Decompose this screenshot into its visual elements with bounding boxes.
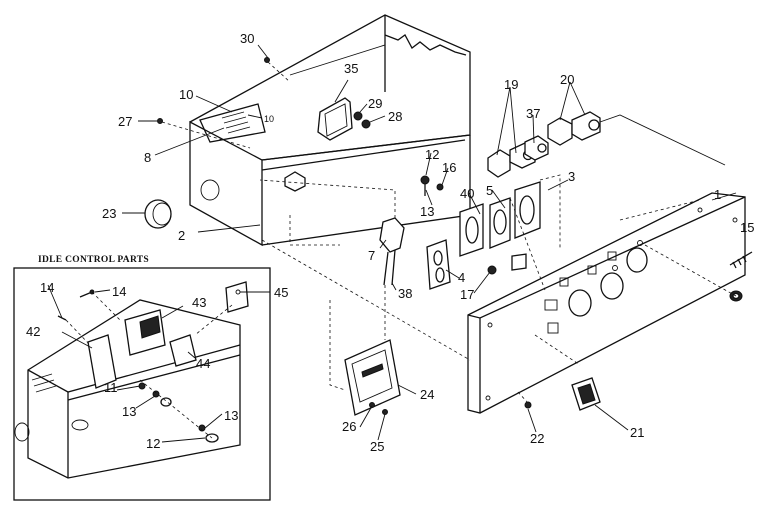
label-12-main: 12 [425,147,439,162]
part-labels: 1 2 3 4 5 7 8 10 10 11 12 12 13 13 13 14… [26,31,754,454]
switch-21 [571,377,601,411]
label-13-inset-b: 13 [224,408,238,423]
label-10-small: 10 [264,114,274,124]
label-1: 1 [714,187,721,202]
label-24: 24 [420,387,434,402]
label-7: 7 [368,248,375,263]
inset-frame [13,267,271,501]
control-panel [467,192,746,414]
label-2: 2 [178,228,185,243]
label-19: 19 [504,77,518,92]
label-21: 21 [630,425,644,440]
label-22: 22 [530,431,544,446]
label-4: 4 [458,270,465,285]
outlet-plates [459,174,561,291]
label-12-inset: 12 [146,436,160,451]
wire-harness-38 [259,179,405,286]
label-25: 25 [370,439,384,454]
label-45: 45 [274,285,288,300]
receptacles [487,111,726,178]
label-38: 38 [398,286,412,301]
label-14-a: 14 [40,280,54,295]
label-44: 44 [196,356,210,371]
plate-4 [426,239,451,290]
label-13-inset-a: 13 [122,404,136,419]
label-11: 11 [104,380,118,395]
label-5: 5 [486,183,493,198]
label-8: 8 [144,150,151,165]
label-23: 23 [102,206,116,221]
label-26: 26 [342,419,356,434]
leader-lines [47,44,737,443]
label-40: 40 [460,186,474,201]
label-16: 16 [442,160,456,175]
label-30: 30 [240,31,254,46]
label-37: 37 [526,106,540,121]
label-14-b: 14 [112,284,126,299]
housing-box [189,14,471,247]
label-20: 20 [560,72,574,87]
label-43: 43 [192,295,206,310]
label-15: 15 [740,220,754,235]
label-10-main: 10 [179,87,193,102]
label-29: 29 [368,96,382,111]
label-27: 27 [118,114,132,129]
label-3: 3 [568,169,575,184]
label-35: 35 [344,61,358,76]
board-24 [329,285,401,416]
inset-title: IDLE CONTROL PARTS [38,255,149,265]
label-17: 17 [460,287,474,302]
plug-23 [144,199,172,229]
bracket-35 [317,97,353,141]
label-42: 42 [26,324,40,339]
label-13-main: 13 [420,204,434,219]
label-28: 28 [388,109,402,124]
